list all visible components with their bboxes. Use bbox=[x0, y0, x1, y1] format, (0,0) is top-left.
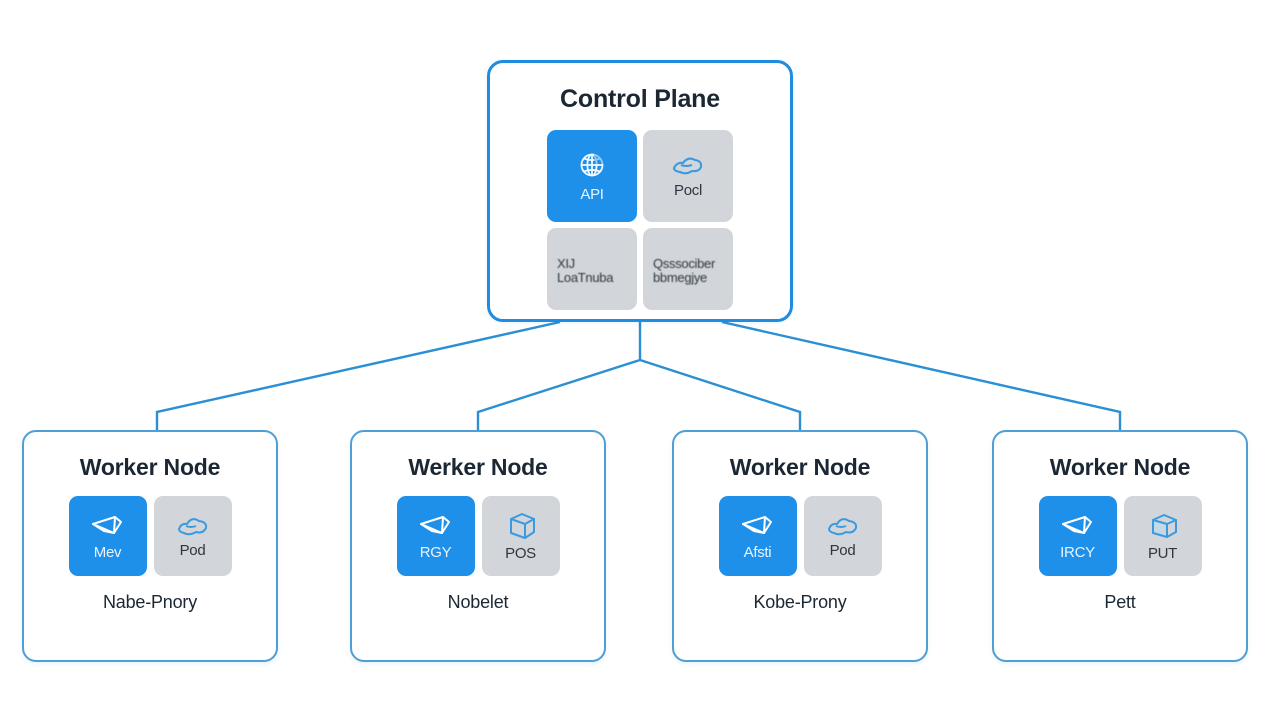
worker-node-4-box[interactable]: Worker Node IRCY bbox=[992, 430, 1248, 662]
worker-node-3-tile-kubelet[interactable]: Afsti bbox=[718, 496, 797, 576]
worker-node-4-title: Worker Node bbox=[1049, 454, 1191, 480]
worker-node-2-tile-pod-label: POS bbox=[505, 545, 536, 563]
worker-node-3-tile-pod-label: Pod bbox=[829, 542, 856, 560]
worker-node-4-tile-kubelet-label: IRCY bbox=[1060, 544, 1095, 562]
control-plane-tile-etcd-label: XIJ LoaTnuba bbox=[557, 256, 614, 285]
pod-cube-icon bbox=[1146, 510, 1180, 542]
worker-node-1-tile-row: Mev Pod bbox=[68, 496, 232, 576]
control-plane-tile-controller-manager-label: Qsssociber bbmegjye bbox=[653, 256, 716, 285]
connector-to-worker-1 bbox=[155, 320, 561, 430]
worker-node-3-tile-row: Afsti Pod bbox=[718, 496, 882, 576]
worker-node-4-caption: Pett bbox=[1104, 592, 1136, 612]
kubelet-wing-icon bbox=[1058, 511, 1098, 541]
worker-node-2-box[interactable]: Werker Node RGY bbox=[350, 430, 606, 662]
worker-node-1-box[interactable]: Worker Node Mev bbox=[22, 430, 278, 662]
worker-node-1-tile-kubelet[interactable]: Mev bbox=[68, 496, 147, 576]
control-plane-tile-pod-label: Pocl bbox=[674, 182, 702, 200]
worker-node-1-tile-pod-label: Pod bbox=[179, 542, 206, 560]
worker-node-3-title: Worker Node bbox=[729, 454, 871, 480]
pod-blob-icon bbox=[824, 513, 862, 539]
control-plane-tile-grid: API Pocl XIJ LoaTnuba bbox=[547, 130, 733, 310]
worker-node-4-tile-row: IRCY PUT bbox=[1038, 496, 1202, 576]
worker-node-4-tile-pod-label: PUT bbox=[1147, 545, 1178, 563]
worker-node-3-box[interactable]: Worker Node Afsti bbox=[672, 430, 928, 662]
control-plane-tile-controller-manager[interactable]: Qsssociber bbmegjye bbox=[643, 228, 733, 310]
connector-to-worker-2 bbox=[476, 322, 642, 430]
control-plane-tile-api[interactable]: API bbox=[547, 130, 637, 222]
worker-node-4-tile-pod[interactable]: PUT bbox=[1123, 496, 1202, 576]
worker-node-1-title: Worker Node bbox=[79, 454, 221, 480]
connector-to-worker-3 bbox=[639, 358, 802, 430]
control-plane-title: Control Plane bbox=[560, 85, 720, 113]
kubelet-wing-icon bbox=[416, 511, 456, 541]
worker-node-2-caption: Nobelet bbox=[447, 592, 509, 612]
worker-node-3-tile-kubelet-label: Afsti bbox=[743, 544, 772, 562]
worker-node-2-tile-pod[interactable]: POS bbox=[481, 496, 560, 576]
pod-blob-icon bbox=[174, 513, 212, 539]
worker-node-1-tile-pod[interactable]: Pod bbox=[153, 496, 232, 576]
control-plane-tile-etcd[interactable]: XIJ LoaTnuba bbox=[547, 228, 637, 310]
kubelet-wing-icon bbox=[88, 511, 128, 541]
worker-node-1-tile-kubelet-label: Mev bbox=[93, 544, 122, 562]
worker-node-1-caption: Nabe-Pnory bbox=[102, 592, 198, 612]
scheduler-icon bbox=[668, 153, 708, 179]
control-plane-tile-pod[interactable]: Pocl bbox=[643, 130, 733, 222]
worker-node-2-tile-row: RGY POS bbox=[396, 496, 560, 576]
worker-node-3-caption: Kobe-Prony bbox=[753, 592, 847, 612]
worker-node-3-tile-pod[interactable]: Pod bbox=[803, 496, 882, 576]
control-plane-box[interactable]: Control Plane bbox=[487, 60, 793, 322]
pod-cube-icon bbox=[504, 510, 538, 542]
kubelet-wing-icon bbox=[738, 511, 778, 541]
worker-node-2-tile-kubelet-label: RGY bbox=[419, 544, 452, 562]
worker-node-4-tile-kubelet[interactable]: IRCY bbox=[1038, 496, 1117, 576]
api-server-globe-icon bbox=[575, 149, 609, 183]
worker-node-2-tile-kubelet[interactable]: RGY bbox=[396, 496, 475, 576]
control-plane-tile-api-label: API bbox=[580, 186, 604, 204]
worker-node-2-title: Werker Node bbox=[408, 454, 548, 480]
connector-to-worker-4 bbox=[721, 320, 1122, 430]
